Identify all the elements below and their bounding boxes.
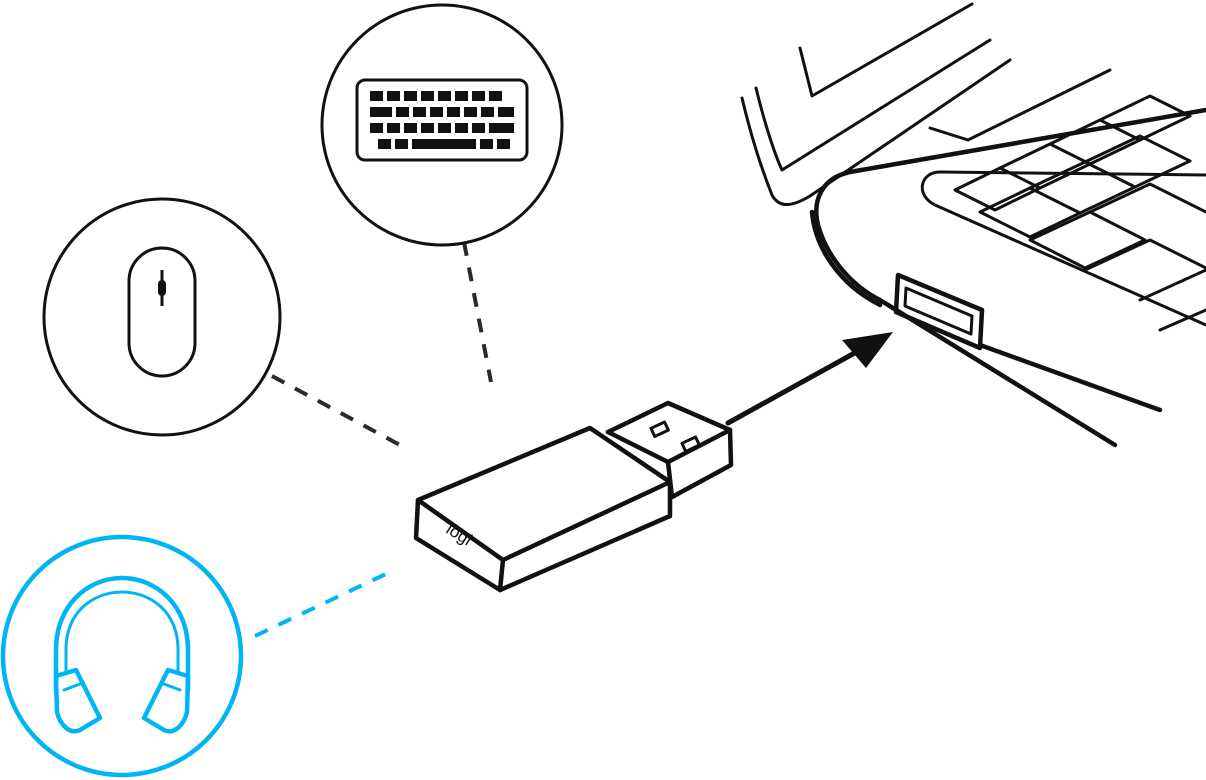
mouse-connector-line bbox=[271, 374, 401, 447]
connector-lines bbox=[254, 241, 493, 638]
receiver-brand-label: logi bbox=[443, 519, 476, 549]
laptop-base bbox=[809, 107, 1206, 448]
insert-arrow bbox=[725, 332, 893, 426]
mouse-icon bbox=[127, 246, 197, 378]
headset-connector-line bbox=[254, 570, 391, 638]
laptop-usb-port bbox=[893, 272, 985, 351]
keyboard-icon bbox=[355, 78, 529, 162]
mouse-device bbox=[42, 197, 282, 437]
keyboard-connector-line bbox=[462, 241, 493, 383]
laptop-screen bbox=[740, 2, 1112, 206]
headset-device bbox=[0, 534, 244, 778]
laptop-keyboard bbox=[953, 94, 1206, 332]
laptop bbox=[740, 2, 1206, 448]
headset-icon bbox=[53, 575, 191, 734]
keyboard-device bbox=[320, 3, 564, 247]
usb-receiver: logi bbox=[413, 400, 734, 593]
